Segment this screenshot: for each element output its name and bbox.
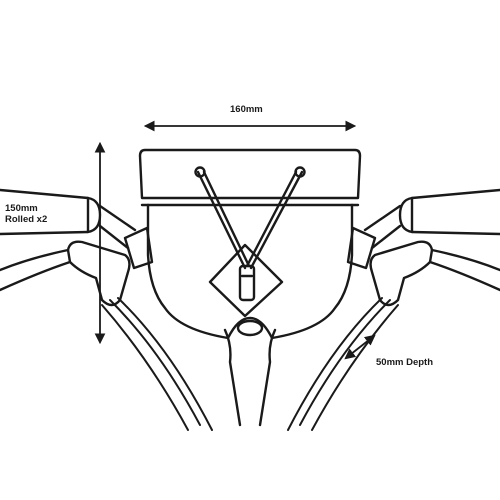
buckle	[238, 264, 256, 302]
height-label-line2: Rolled x2	[5, 214, 48, 225]
right-grip	[398, 188, 500, 236]
dimension-arrows	[94, 120, 376, 360]
bag-roll-top	[138, 148, 362, 200]
depth-arrow	[344, 334, 376, 360]
width-label: 160mm	[230, 104, 263, 115]
height-label: 150mm Rolled x2	[5, 203, 47, 225]
eyelet-right	[294, 166, 306, 178]
diamond-patch	[208, 243, 284, 318]
strap-left	[196, 170, 247, 270]
height-label-line1: 150mm	[5, 203, 38, 214]
bag-body	[146, 203, 354, 340]
right-brake-lever	[346, 204, 500, 307]
eyelet-left	[194, 166, 206, 178]
stem	[223, 319, 277, 427]
handlebar-bag	[138, 148, 362, 340]
depth-label: 50mm Depth	[376, 357, 434, 368]
strap-right	[249, 170, 304, 270]
brake-cables	[101, 297, 399, 431]
